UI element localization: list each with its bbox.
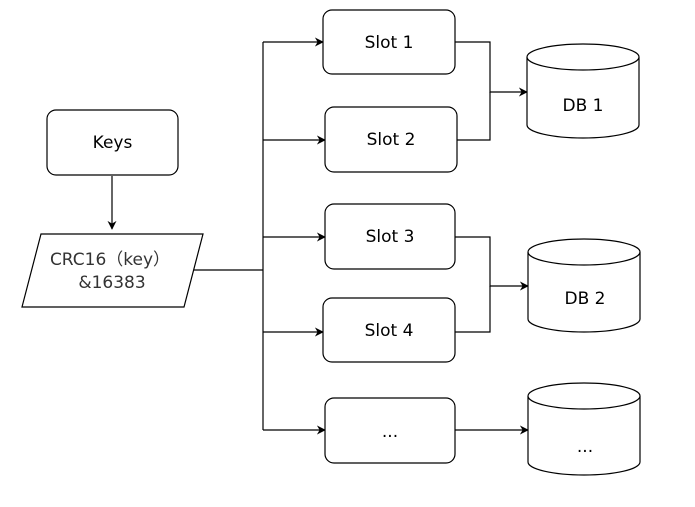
keys-label: Keys <box>93 133 133 153</box>
hash-formula-line-2: &16383 <box>78 273 145 293</box>
db-2-node: DB 2 <box>527 238 641 333</box>
slot-5-label: ... <box>382 422 398 442</box>
slot-3-label: Slot 3 <box>366 227 415 247</box>
keys-node: Keys <box>46 109 179 176</box>
edge-slot-1-to-db-1 <box>455 41 528 97</box>
slot-1-node: Slot 1 <box>322 9 456 75</box>
db-3-node: ... <box>527 382 641 476</box>
slot-3-node: Slot 3 <box>324 203 456 270</box>
edge-slot-3-to-db-2 <box>455 236 529 291</box>
slot-4-node: Slot 4 <box>322 297 456 363</box>
slot-4-label: Slot 4 <box>365 321 414 341</box>
db-1-node: DB 1 <box>526 43 640 139</box>
hash-node: CRC16（key） &16383 <box>21 233 204 308</box>
hash-formula-line-1: CRC16（key） <box>50 250 170 270</box>
connectors <box>107 37 529 435</box>
slot-2-node: Slot 2 <box>324 106 458 173</box>
edge-slot-2-to-db-1 <box>457 92 491 141</box>
slot-5-node: ... <box>324 397 456 464</box>
slot-1-label: Slot 1 <box>365 33 414 53</box>
edge-slot-4-to-db-2 <box>455 286 491 333</box>
db-2-label: DB 2 <box>565 289 606 309</box>
db-3-label: ... <box>577 437 593 457</box>
db-1-label: DB 1 <box>563 96 604 116</box>
slot-2-label: Slot 2 <box>367 130 416 150</box>
